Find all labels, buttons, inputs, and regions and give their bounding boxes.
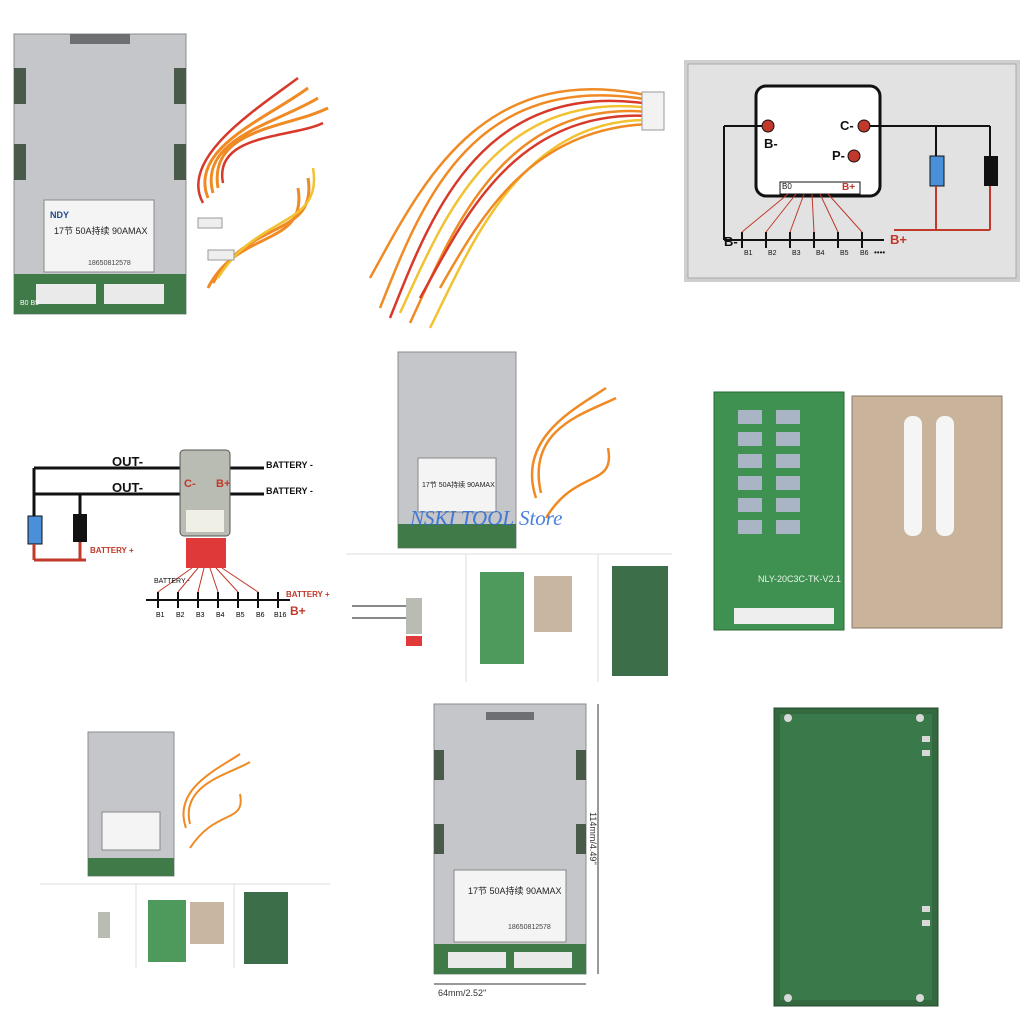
diagram-cell-b6: B6: [860, 250, 869, 257]
collage-small-svg: [40, 731, 330, 968]
wiring-battery-minus-1: BATTERY -: [266, 460, 313, 470]
product-collage-small: [40, 728, 330, 968]
collage-board-label: 17节 50A持续 90AMAX: [422, 482, 495, 489]
board-edge-left-label: B0 B5: [20, 300, 40, 307]
wiring-cell-b16: B16: [274, 612, 287, 619]
diagram-b-minus-top: B-: [764, 136, 778, 151]
board-dimensions-svg: [433, 703, 599, 985]
product-photo-wire-harness: [360, 28, 670, 338]
dim-board-serial: 18650812578: [508, 924, 551, 931]
store-watermark: NSKI TOOL Store: [410, 506, 563, 530]
dim-board-label: 17节 50A持续 90AMAX: [468, 886, 562, 896]
board-label-brand: NDY: [50, 210, 70, 220]
wiring-c-minus: C-: [184, 478, 196, 490]
wiring-b-plus: B+: [290, 604, 306, 618]
diagram-cell-b2: B2: [768, 250, 777, 257]
diagram-b-plus-connector: B+: [842, 182, 856, 193]
bms-board-illustration: [13, 33, 329, 315]
diagram-b-minus-bottom: B-: [724, 234, 738, 249]
pcb-model-label: NLY-20C3C-TK-V2.1: [758, 574, 842, 584]
wiring-cell-b4: B4: [216, 612, 225, 619]
diagram-cell-b4: B4: [816, 250, 825, 257]
diagram-cell-b3: B3: [792, 250, 801, 257]
board-label-title: 17节 50A持续 90AMAX: [54, 226, 148, 236]
wiring-cell-b6: B6: [256, 612, 265, 619]
battery-wiring-diagram: OUT- OUT- BATTERY - BATTERY - C- B+ BATT…: [20, 440, 340, 630]
wire-harness-illustration: [368, 88, 665, 329]
pcb-and-heatsink-photo: NLY-20C3C-TK-V2.1: [708, 388, 1008, 638]
dimension-width: 64mm/2.52'': [438, 988, 487, 998]
pcb-back-svg: [773, 707, 939, 1007]
product-collage-center: 17节 50A持续 90AMAX: [346, 348, 672, 682]
diagram-connector-label: B0: [782, 182, 792, 191]
diagram-more-cells: ••••: [874, 248, 886, 257]
diagram-cell-b5: B5: [840, 250, 849, 257]
diagram-b-plus-bottom: B+: [890, 232, 907, 247]
diagram-p-minus: P-: [832, 148, 845, 163]
wiring-diagram-svg: [27, 449, 290, 608]
board-with-dimensions: 17节 50A持续 90AMAX 18650812578: [428, 700, 618, 1000]
product-photo-board-with-wires: 17节 50A持续 90AMAX NDY 18650812578 B0 B5: [8, 28, 338, 318]
wiring-cell-b2: B2: [176, 612, 185, 619]
bms-diagram-svg: [687, 63, 1017, 279]
wiring-out-2: OUT-: [112, 480, 144, 495]
wiring-b-plus-conn: B+: [216, 478, 231, 490]
wiring-cell-b3: B3: [196, 612, 205, 619]
collage-center-svg: [346, 351, 672, 682]
bms-connection-diagram: B- C- P- B0 B+ B- B+ B1 B2 B3 B4 B5 B6 •…: [684, 60, 1020, 282]
wiring-battery-label: BATTERY -: [154, 578, 190, 585]
diagram-c-minus: C-: [840, 118, 854, 133]
wiring-battery-plus-right: BATTERY +: [286, 590, 330, 599]
wiring-battery-minus-2: BATTERY -: [266, 486, 313, 496]
pcb-heatsink-svg: [713, 391, 1003, 631]
dimension-height: 114mm/4.49'': [588, 812, 598, 865]
pcb-back-photo: [772, 706, 942, 1010]
wiring-out-1: OUT-: [112, 454, 144, 469]
wiring-battery-plus: BATTERY +: [90, 546, 134, 555]
wiring-cell-b5: B5: [236, 612, 245, 619]
diagram-cell-b1: B1: [744, 250, 753, 257]
board-label-serial: 18650812578: [88, 260, 131, 267]
wiring-cell-b1: B1: [156, 612, 165, 619]
